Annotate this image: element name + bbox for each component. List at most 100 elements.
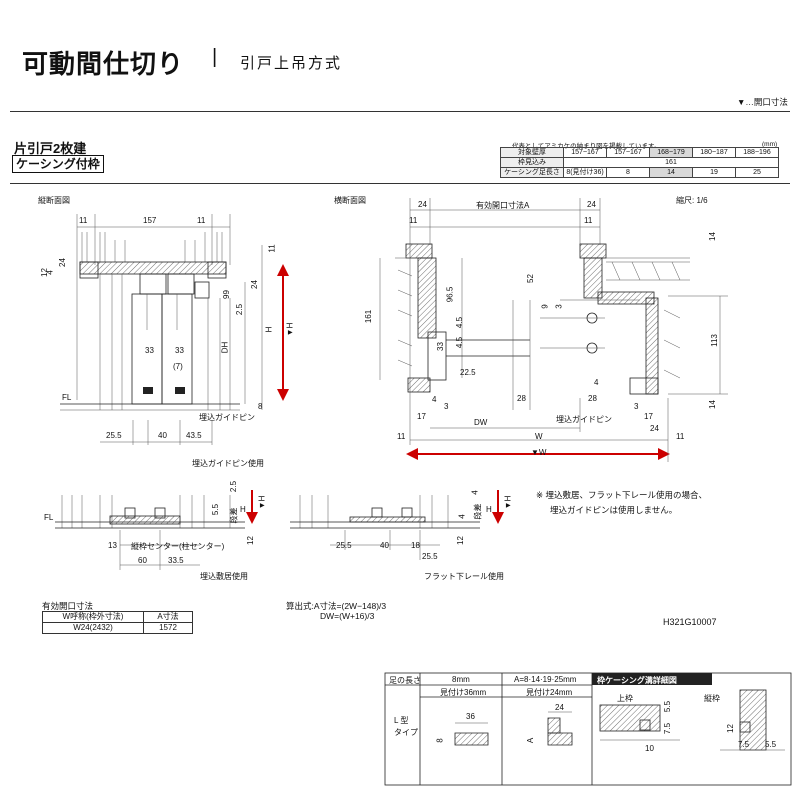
- table-row: W呼称(枠外寸法) A寸法: [42, 611, 193, 623]
- dim-label: 33: [435, 342, 445, 351]
- dim-label: 33: [175, 346, 184, 355]
- dim-label: 24: [587, 200, 596, 209]
- dim-label: 4.5: [455, 316, 465, 329]
- dim-label: 43.5: [186, 431, 202, 440]
- dim-label: H: [264, 326, 274, 333]
- vertical-section: [60, 214, 289, 445]
- dim-label: 10: [645, 744, 654, 753]
- dim-label: 25.5: [106, 431, 122, 440]
- dim-label: 11: [397, 432, 406, 441]
- dim-label: 24: [57, 258, 67, 267]
- vertical-section-title: 縦断面図: [38, 196, 70, 205]
- dim-label: 52: [525, 274, 535, 283]
- formula-dw: DW=(W+16)/3: [320, 611, 375, 621]
- table-row: 対象壁厚 157~167 157~167 168~179 180~187 188…: [500, 147, 779, 158]
- dw-label: DW: [474, 418, 488, 427]
- casing-col2: A=8·14·19·25mm: [514, 675, 577, 684]
- dim-label: 4: [470, 490, 480, 495]
- opening-table: W呼称(枠外寸法) A寸法 W24(2432) 1572: [42, 611, 193, 634]
- title-separator: |: [212, 46, 218, 68]
- dim-label: 18: [411, 541, 420, 550]
- dim-label: 36: [466, 712, 475, 721]
- spec-table: 対象壁厚 157~167 157~167 168~179 180~187 188…: [500, 147, 779, 178]
- dim-label: 4: [432, 395, 437, 404]
- dim-label: 99: [221, 290, 231, 299]
- dim-label: 7.5: [663, 722, 673, 735]
- guide-pin-label: 埋込ガイドピン: [556, 415, 612, 424]
- casing-col1: 8mm: [452, 675, 470, 684]
- floor-label: FL: [44, 513, 54, 522]
- table-cell: 25: [735, 167, 779, 178]
- casing-col1-sub: 見付け36mm: [440, 688, 487, 697]
- sill-caption: 埋込敷居使用: [200, 572, 248, 581]
- table-cell: W24(2432): [42, 622, 144, 634]
- dim-label: 8: [258, 402, 263, 411]
- dim-label: 11: [79, 216, 88, 225]
- dim-label: ▼H: [257, 495, 267, 510]
- dim-label: DH: [220, 341, 230, 354]
- casing-col2-sub: 見付け24mm: [526, 688, 573, 697]
- dim-label: 24: [650, 424, 659, 433]
- frame-type-badge: ケーシング付枠: [12, 155, 104, 173]
- leg-length-label: 足の長さ: [389, 676, 421, 685]
- door-type-title: 片引戸2枚建: [14, 141, 87, 156]
- dim-label: 2.5: [229, 480, 239, 493]
- dim-label: 113: [709, 334, 719, 347]
- dim-label: 11: [267, 244, 277, 253]
- guide-pin-label: 埋込ガイドピン: [199, 413, 255, 422]
- w-opening-label: ▼W: [531, 448, 547, 457]
- dim-label: 7.5: [738, 740, 750, 749]
- dim-label: 5.5: [663, 700, 673, 713]
- step-label: 段差: [229, 507, 239, 524]
- dim-label: 5.5: [765, 740, 777, 749]
- table-header: A寸法: [143, 611, 193, 623]
- dim-label: 5.5: [211, 503, 221, 516]
- opening-legend: ▼…開口寸法: [737, 97, 788, 107]
- effective-opening-label: 有効開口寸法A: [476, 201, 530, 210]
- dim-label: 11: [197, 216, 206, 225]
- dim-label: 3: [554, 304, 564, 309]
- table-cell: 1572: [143, 622, 193, 634]
- dim-label: 24: [249, 280, 259, 289]
- section-divider: [10, 183, 790, 184]
- table-row: W24(2432) 1572: [42, 622, 193, 634]
- dim-label: 12: [455, 536, 465, 545]
- dim-label: 60: [138, 556, 147, 565]
- dim-label: 40: [158, 431, 167, 440]
- dim-label: 4: [457, 514, 467, 519]
- header-divider: [10, 111, 790, 112]
- dim-label: 28: [588, 394, 597, 403]
- dim-label: 157: [143, 216, 157, 225]
- dim-label: 11: [584, 216, 593, 225]
- dim-label: (7): [173, 362, 183, 371]
- dim-label: 12: [39, 268, 49, 277]
- guide-pin-note: ※ 埋込敷居、フラット下レール使用の場合、 埋込ガイドピンは使用しません。: [536, 488, 707, 518]
- table-header: W呼称(枠外寸法): [42, 611, 144, 623]
- dim-label: A: [526, 737, 536, 744]
- dim-label: 14: [707, 232, 717, 241]
- drawing-code: H321G10007: [663, 617, 717, 627]
- note-line: 埋込ガイドピンは使用しません。: [550, 505, 678, 515]
- dim-label: ▼H: [285, 322, 295, 337]
- horizontal-section-title: 横断面図: [334, 196, 366, 205]
- step-label: 段差: [473, 503, 483, 520]
- upper-frame-label: 上枠: [617, 694, 633, 703]
- dim-label: 33.5: [168, 556, 184, 565]
- detail-pin-caption: 埋込ガイドピン使用: [192, 459, 264, 468]
- dim-label: 40: [380, 541, 389, 550]
- vertical-frame-label: 縦枠: [704, 694, 720, 703]
- dim-label: 11: [409, 216, 418, 225]
- dim-label: 9: [540, 304, 550, 309]
- dim-label: 24: [418, 200, 427, 209]
- dim-label: ▼H: [503, 495, 513, 510]
- dim-label: 22.5: [460, 368, 476, 377]
- dim-label: 24: [555, 703, 564, 712]
- detail-rail-section: [290, 490, 504, 560]
- dim-label: H: [486, 505, 492, 514]
- casing-detail-title: 枠ケーシング溝詳細図: [597, 676, 677, 685]
- page-title: 可動間仕切り: [22, 49, 185, 79]
- dim-label: 3: [634, 402, 639, 411]
- dim-label: 28: [517, 394, 526, 403]
- dim-label: 17: [644, 412, 653, 421]
- opening-table-title: 有効開口寸法: [42, 601, 94, 611]
